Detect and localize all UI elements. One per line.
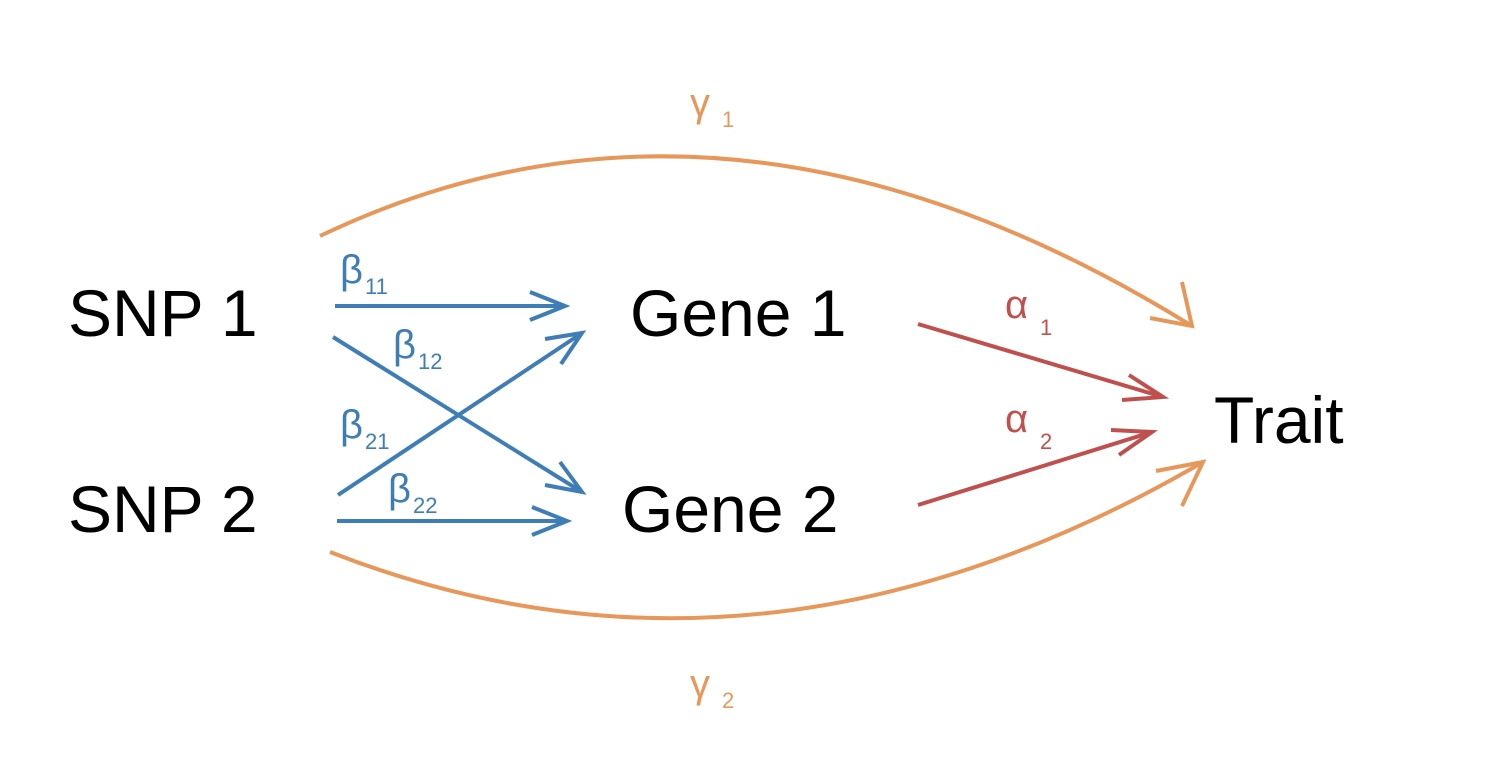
svg-text:β: β — [393, 323, 416, 367]
svg-text:11: 11 — [365, 274, 388, 299]
label-beta12: β 12 — [393, 323, 442, 374]
svg-text:α: α — [1005, 283, 1028, 327]
edge-alpha2 — [917, 428, 1158, 507]
svg-text:β: β — [340, 248, 363, 292]
svg-text:1: 1 — [722, 107, 734, 132]
label-alpha2: α 2 — [1005, 397, 1052, 454]
svg-text:γ: γ — [690, 81, 710, 125]
svg-text:2: 2 — [722, 688, 734, 713]
edge-gamma2 — [329, 459, 1207, 621]
svg-text:21: 21 — [365, 429, 389, 454]
svg-text:β: β — [340, 403, 363, 447]
label-beta11: β 11 — [340, 248, 388, 299]
label-beta22: β 22 — [388, 467, 437, 518]
edge-beta11 — [335, 290, 571, 322]
label-alpha1: α 1 — [1005, 283, 1052, 340]
svg-text:γ: γ — [690, 662, 710, 706]
node-trait: Trait — [1214, 383, 1344, 457]
edge-beta21 — [336, 330, 587, 497]
label-gamma2: γ 2 — [690, 662, 734, 713]
node-snp2: SNP 2 — [68, 472, 258, 546]
label-beta21: β 21 — [340, 403, 389, 454]
edge-alpha1 — [917, 322, 1170, 402]
node-gene1: Gene 1 — [630, 276, 847, 350]
svg-text:22: 22 — [413, 493, 437, 518]
edge-gamma1 — [319, 154, 1195, 329]
node-gene2: Gene 2 — [622, 472, 839, 546]
svg-text:α: α — [1005, 397, 1028, 441]
svg-text:12: 12 — [418, 349, 442, 374]
svg-text:β: β — [388, 467, 411, 511]
svg-text:1: 1 — [1040, 315, 1052, 340]
edge-beta22 — [337, 505, 573, 537]
label-gamma1: γ 1 — [690, 81, 734, 132]
node-snp1: SNP 1 — [68, 276, 258, 350]
svg-text:2: 2 — [1040, 429, 1052, 454]
